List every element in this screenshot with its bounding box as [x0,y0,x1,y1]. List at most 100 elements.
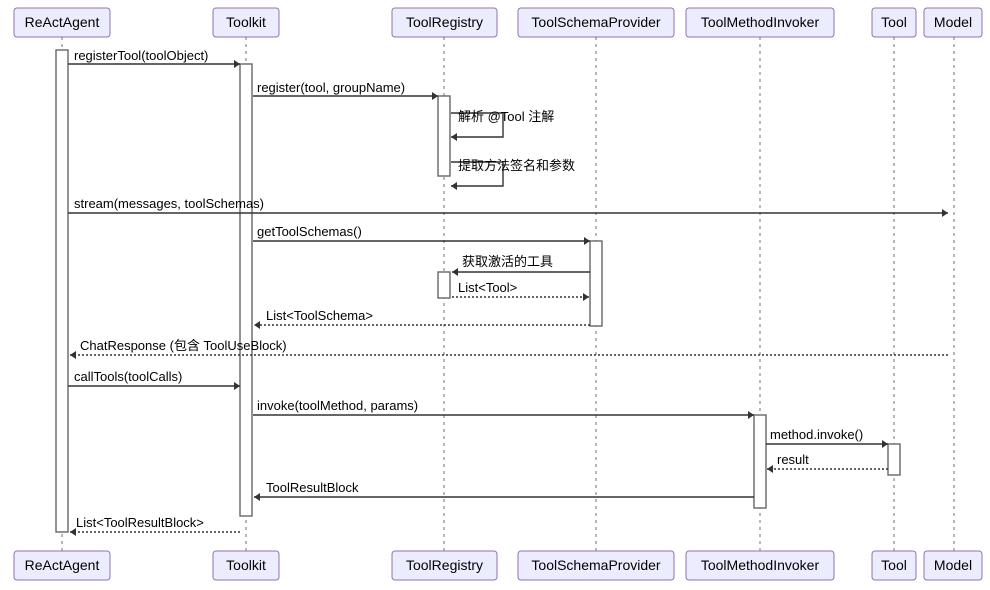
message-label-m5: stream(messages, toolSchemas) [74,196,264,211]
participant-box-toolschemaprovider[interactable] [517,550,675,581]
message-m8: List<Tool> [452,280,589,301]
message-m16: List<ToolResultBlock> [70,515,240,536]
participant-bottom-toolkit[interactable]: Toolkit [212,550,280,581]
message-m3: 解析 @Tool 注解 [451,109,554,141]
participant-box-toolregistry[interactable] [391,7,498,38]
activation-bar-toolregistry [437,95,451,177]
participant-box-toolregistry[interactable] [391,550,498,581]
arrow-head [70,351,76,359]
participant-label-tool: Tool [881,557,907,573]
participant-label-toolkit: Toolkit [226,557,266,573]
participant-box-model[interactable] [923,7,983,38]
participant-top-toolschemaprovider[interactable]: ToolSchemaProvider [517,7,675,38]
participant-label-reactagent: ReActAgent [25,557,100,573]
message-label-m1: registerTool(toolObject) [74,48,208,63]
participant-label-tool: Tool [881,14,907,30]
participant-bottom-reactagent[interactable]: ReActAgent [13,550,111,581]
arrow-head [748,411,754,419]
message-label-m3: 解析 @Tool 注解 [458,109,554,124]
participant-top-toolmethodinvoker[interactable]: ToolMethodInvoker [685,7,835,38]
message-m14: result [767,452,888,473]
message-line-self [451,112,504,138]
arrow-head [254,493,260,501]
participant-top-tool[interactable]: Tool [871,7,917,38]
arrow-head [452,268,458,276]
message-label-m9: List<ToolSchema> [266,308,373,323]
activation-bar-toolschemaprovider [589,240,603,327]
message-m7: 获取激活的工具 [452,254,590,276]
participant-label-toolkit: Toolkit [226,14,266,30]
messages-layer: registerTool(toolObject) register(tool, g… [68,48,948,536]
participant-bottom-toolschemaprovider[interactable]: ToolSchemaProvider [517,550,675,581]
message-label-m16: List<ToolResultBlock> [76,515,204,530]
participants-bottom-layer: ReActAgent Toolkit ToolRegistry ToolSchemaP… [13,550,983,581]
message-label-m12: invoke(toolMethod, params) [257,398,418,413]
participant-label-toolregistry: ToolRegistry [406,14,483,30]
participant-top-reactagent[interactable]: ReActAgent [13,7,111,38]
arrow-head [882,440,888,448]
arrow-head [584,237,590,245]
activation-bar-toolkit [239,63,253,517]
arrow-head [583,293,589,301]
message-label-m7: 获取激活的工具 [462,254,553,269]
participant-bottom-tool[interactable]: Tool [871,550,917,581]
arrow-head [451,182,457,190]
message-label-m10: ChatResponse (包含 ToolUseBlock) [80,338,287,353]
arrow-head [234,60,240,68]
arrow-head [234,382,240,390]
participant-box-model[interactable] [923,550,983,581]
activation-bar-tool [887,443,901,476]
participant-box-tool[interactable] [871,550,917,581]
participant-label-toolmethodinvoker: ToolMethodInvoker [701,557,820,573]
message-label-m14: result [777,452,809,467]
message-m5: stream(messages, toolSchemas) [68,196,948,217]
participant-box-reactagent[interactable] [13,550,111,581]
message-m1: registerTool(toolObject) [68,48,240,68]
message-line-self [451,161,504,187]
participant-box-toolmethodinvoker[interactable] [685,550,835,581]
participant-bottom-toolregistry[interactable]: ToolRegistry [391,550,498,581]
message-m2: register(tool, groupName) [253,80,438,100]
participants-top-layer: ReActAgent Toolkit ToolRegistry ToolSchemaP… [13,7,983,38]
participant-box-toolkit[interactable] [212,7,280,38]
activation-bar-toolmethodinvoker [753,414,767,509]
participant-bottom-toolmethodinvoker[interactable]: ToolMethodInvoker [685,550,835,581]
participant-box-reactagent[interactable] [13,7,111,38]
participant-label-reactagent: ReActAgent [25,14,100,30]
participant-box-toolschemaprovider[interactable] [517,7,675,38]
participant-label-model: Model [934,14,972,30]
message-m10: ChatResponse (包含 ToolUseBlock) [70,338,948,359]
arrow-head [942,209,948,217]
participant-box-toolkit[interactable] [212,550,280,581]
arrow-head [432,92,438,100]
activation-bar-toolregistry2 [437,271,451,299]
message-m4: 提取方法签名和参数 [451,158,575,190]
participant-top-toolregistry[interactable]: ToolRegistry [391,7,498,38]
arrow-head [70,528,76,536]
message-label-m6: getToolSchemas() [257,224,362,239]
activations-layer [55,49,901,533]
message-label-m8: List<Tool> [458,280,517,295]
message-m12: invoke(toolMethod, params) [253,398,754,419]
participant-label-model: Model [934,557,972,573]
participant-box-toolmethodinvoker[interactable] [685,7,835,38]
message-label-m13: method.invoke() [770,427,863,442]
participant-bottom-model[interactable]: Model [923,550,983,581]
participant-top-model[interactable]: Model [923,7,983,38]
message-label-m4: 提取方法签名和参数 [458,158,575,173]
arrow-head [451,133,457,141]
participant-label-toolschemaprovider: ToolSchemaProvider [531,557,661,573]
message-m11: callTools(toolCalls) [68,369,240,390]
participant-label-toolregistry: ToolRegistry [406,557,483,573]
message-m6: getToolSchemas() [253,224,590,245]
arrow-head [767,465,773,473]
arrow-head [254,321,260,329]
participant-box-tool[interactable] [871,7,917,38]
activation-bar-reactagent [55,49,69,533]
participant-label-toolschemaprovider: ToolSchemaProvider [531,14,661,30]
message-label-m2: register(tool, groupName) [257,80,405,95]
participant-top-toolkit[interactable]: Toolkit [212,7,280,38]
message-label-m11: callTools(toolCalls) [74,369,182,384]
